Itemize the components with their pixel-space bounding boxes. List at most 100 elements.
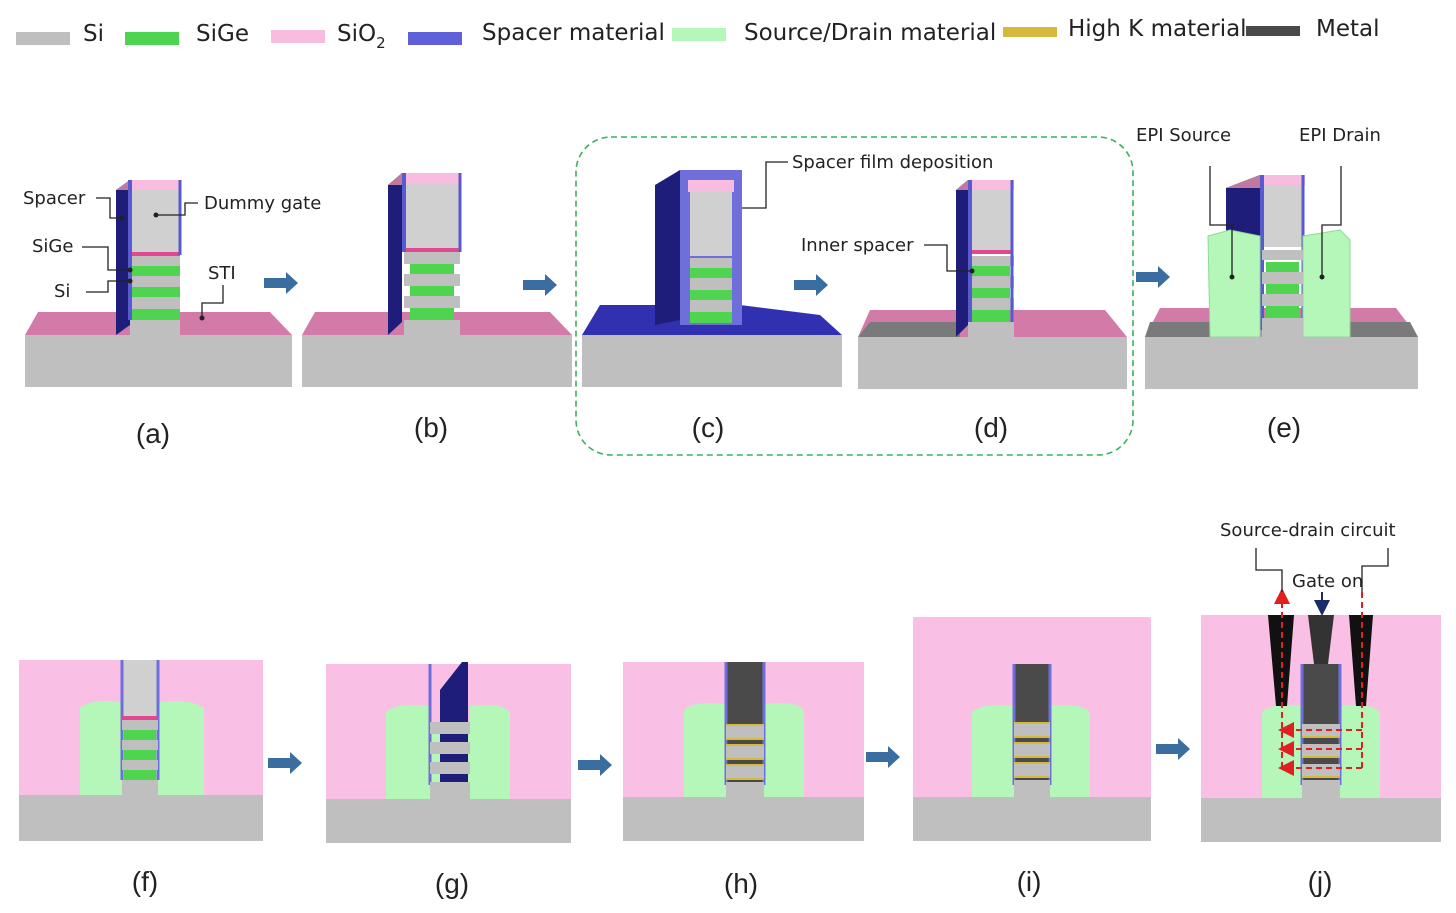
sige-layer: [124, 770, 156, 780]
inner-spacer-process-box: [575, 136, 1134, 456]
sti-shadow: [1145, 322, 1210, 337]
process-arrow: [866, 746, 900, 768]
si-layer: [1262, 272, 1303, 284]
process-arrow: [1136, 266, 1170, 288]
callout-sti: STI: [208, 263, 236, 284]
dummy-gate: [130, 190, 180, 252]
sige-layer: [690, 312, 732, 323]
legend-label-si: Si: [83, 21, 104, 47]
si-nanosheet: [430, 722, 470, 734]
si-nanosheet: [726, 746, 764, 758]
si-nanosheet: [726, 766, 764, 778]
panel-i: (i): [913, 617, 1151, 897]
substrate: [25, 335, 292, 387]
si-layer: [130, 276, 180, 287]
callout-dot: [153, 212, 159, 218]
substrate: [582, 335, 842, 387]
legend-label-sio2-sub: 2: [376, 34, 386, 52]
high-k-layer: [726, 764, 764, 766]
panel-label-a: (a): [136, 418, 170, 449]
high-k-layer: [1014, 722, 1050, 724]
process-arrow: [578, 754, 612, 776]
high-k-layer: [726, 758, 764, 760]
panel-a: Spacer Dummy gate SiGe Si STI (a): [23, 180, 321, 449]
si-nanosheet: [430, 762, 470, 774]
callout-spacer-film: Spacer film deposition: [792, 152, 993, 173]
sige-layer: [972, 310, 1010, 322]
high-k-layer: [1014, 736, 1050, 738]
spacer-side: [1226, 175, 1260, 240]
sige-layer: [130, 287, 180, 297]
legend-label-high-k: High K material: [1068, 16, 1247, 42]
callout-line-circuit: [1255, 548, 1283, 592]
sige-layer: [1266, 306, 1299, 318]
fin-base: [1302, 780, 1340, 798]
si-nanosheet: [1302, 764, 1340, 776]
fin-base: [1262, 318, 1303, 337]
fin-base: [404, 320, 460, 335]
panel-label-f: (f): [132, 866, 158, 897]
callout-line-epi-drain: [1321, 166, 1342, 277]
legend-swatch-si: [16, 32, 70, 45]
callout-epi-drain: EPI Drain: [1299, 125, 1381, 146]
gate-sio2-cap: [688, 180, 734, 192]
panel-c: Spacer film deposition (c): [582, 152, 993, 443]
callout-line-spacer-film: [742, 161, 788, 209]
sige-layer: [124, 750, 156, 760]
process-arrow: [268, 752, 302, 774]
gate-oxide: [404, 248, 460, 252]
si-layer: [122, 740, 158, 750]
panel-label-j: (j): [1308, 866, 1333, 897]
si-layer: [122, 720, 158, 730]
legend-label-spacer: Spacer material: [482, 20, 665, 46]
panel-e: EPI Source EPI Drain (e): [1136, 125, 1418, 443]
panel-f: (f): [19, 660, 263, 897]
panel-label-e: (e): [1267, 412, 1301, 443]
callout-source-drain-circuit: Source-drain circuit: [1220, 520, 1396, 541]
sige-layer: [124, 730, 156, 740]
panel-j: Gate on Source-drain circuit (j): [1201, 520, 1441, 897]
callout-epi-source: EPI Source: [1136, 125, 1231, 146]
gate-contact: [1308, 615, 1334, 664]
legend-label-sige: SiGe: [196, 21, 249, 47]
high-k-layer: [726, 724, 764, 726]
fin-base: [968, 322, 1014, 337]
process-arrow: [1156, 738, 1190, 760]
si-nanosheet: [1014, 764, 1050, 776]
si-layer: [130, 256, 180, 266]
dummy-gate: [970, 190, 1012, 250]
si-layer: [1262, 250, 1303, 260]
spacer-side: [116, 180, 130, 335]
process-arrow: [264, 272, 298, 294]
si-layer: [404, 296, 460, 308]
sti-shadow: [1350, 322, 1418, 337]
callout-line-circuit: [1361, 548, 1389, 592]
spacer-side: [388, 173, 402, 335]
si-layer: [690, 278, 732, 290]
gate-oxide: [970, 250, 1012, 254]
callout-line-epi-source: [1209, 166, 1233, 277]
substrate: [302, 335, 572, 387]
gate-oxide: [130, 252, 180, 256]
fin-base: [430, 782, 470, 799]
legend-swatch-metal: [1246, 26, 1300, 36]
callout-line-si: [86, 280, 130, 293]
callout-line-sige: [82, 246, 130, 271]
high-k-layer: [1302, 736, 1340, 738]
panel-label-g: (g): [435, 868, 469, 899]
sige-recessed: [410, 308, 454, 320]
si-layer: [404, 274, 460, 286]
callout-dot: [1229, 274, 1235, 280]
substrate: [1201, 798, 1441, 842]
high-k-layer: [726, 744, 764, 746]
process-arrow: [794, 274, 828, 296]
substrate: [623, 797, 864, 841]
fin-base: [122, 780, 158, 795]
process-arrow: [523, 274, 557, 296]
substrate: [19, 795, 263, 841]
high-k-layer: [726, 778, 764, 780]
panel-label-c: (c): [692, 412, 725, 443]
fin-base: [1014, 780, 1050, 797]
sige-layer: [690, 268, 732, 278]
callout-sige: SiGe: [32, 236, 73, 257]
